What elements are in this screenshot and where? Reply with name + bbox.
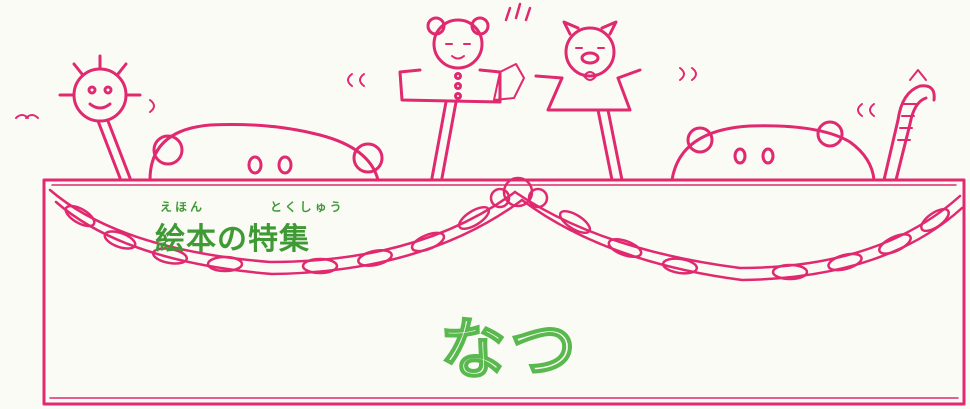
- bear-puppet-icon: [398, 2, 532, 180]
- banner-title: 絵本の特集: [155, 222, 310, 257]
- bear-peek-icon: [148, 122, 384, 182]
- title-ruby-ehon: えほん: [160, 200, 206, 214]
- sun-character-icon: [15, 54, 155, 180]
- pig-peek-icon: [670, 120, 876, 182]
- snake-character-icon: [857, 69, 936, 182]
- chain-garland-icon: [48, 176, 964, 282]
- title-ruby-tokushu: とくしゅう: [270, 200, 345, 214]
- season-label: なつ: [439, 310, 580, 389]
- pig-puppet-icon: [347, 20, 697, 182]
- sign-board: [42, 178, 966, 406]
